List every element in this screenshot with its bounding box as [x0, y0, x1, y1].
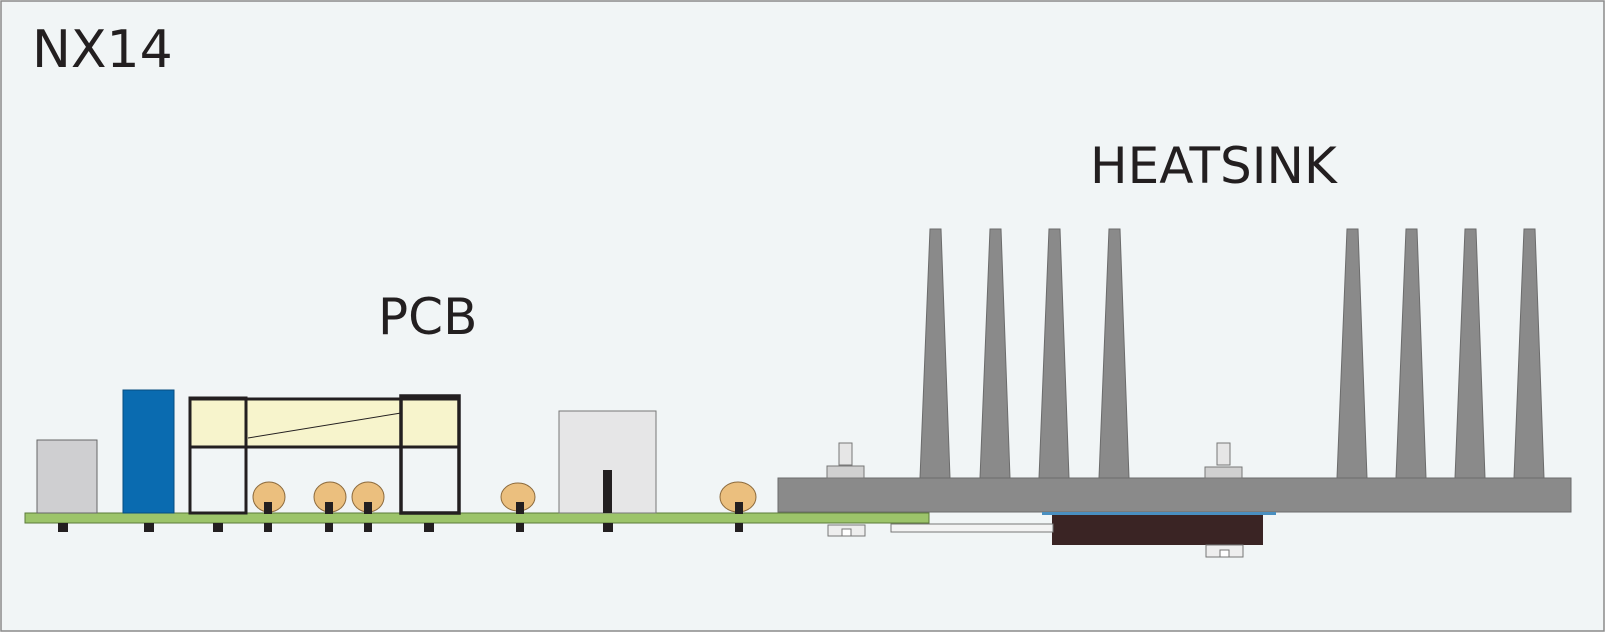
round-part	[252, 481, 286, 514]
pin	[58, 523, 68, 532]
nut-right	[1205, 544, 1244, 558]
thermal-pad	[1042, 512, 1276, 515]
screw-right	[1204, 442, 1243, 479]
pcb-label: PCB	[378, 288, 477, 346]
relay-right-post	[399, 394, 461, 515]
pcb-board	[24, 512, 930, 524]
grey-box-lead	[603, 470, 612, 513]
round-parts	[252, 481, 757, 514]
pin	[264, 523, 272, 532]
nut-left	[827, 524, 866, 537]
pin	[603, 523, 613, 532]
blue-capacitor	[122, 389, 175, 514]
relay-contact-line	[247, 412, 402, 439]
round-part-lead	[325, 502, 333, 514]
round-part-lead	[364, 502, 372, 514]
round-part	[500, 482, 536, 514]
heatsink-base	[777, 477, 1572, 513]
round-part	[313, 481, 347, 514]
pin	[424, 523, 434, 532]
washer	[1204, 466, 1243, 479]
screw-head	[838, 442, 853, 466]
relay-top-body	[188, 397, 461, 449]
screw-left	[826, 442, 865, 479]
heatsink	[777, 228, 1572, 513]
grey-component	[36, 439, 98, 514]
round-part-lead	[264, 502, 272, 514]
pin	[364, 523, 372, 532]
power-transistor	[1052, 515, 1263, 545]
relay-top-fill	[190, 399, 459, 447]
pin	[735, 523, 743, 532]
mounting-bracket	[890, 523, 1054, 533]
round-part	[719, 481, 757, 514]
screw-head	[1216, 442, 1231, 466]
pin	[144, 523, 154, 532]
round-part-lead	[735, 502, 743, 514]
title-label: NX14	[32, 20, 173, 80]
heatsink-label: HEATSINK	[1090, 137, 1338, 195]
nut-slot	[841, 528, 852, 537]
round-part-lead	[516, 502, 524, 514]
pin	[516, 523, 524, 532]
round-part	[351, 481, 385, 514]
washer	[826, 465, 865, 479]
pin	[213, 523, 223, 532]
relay	[188, 394, 461, 515]
solder-pins	[58, 523, 743, 532]
nut-slot	[1219, 549, 1230, 558]
pin	[325, 523, 333, 532]
